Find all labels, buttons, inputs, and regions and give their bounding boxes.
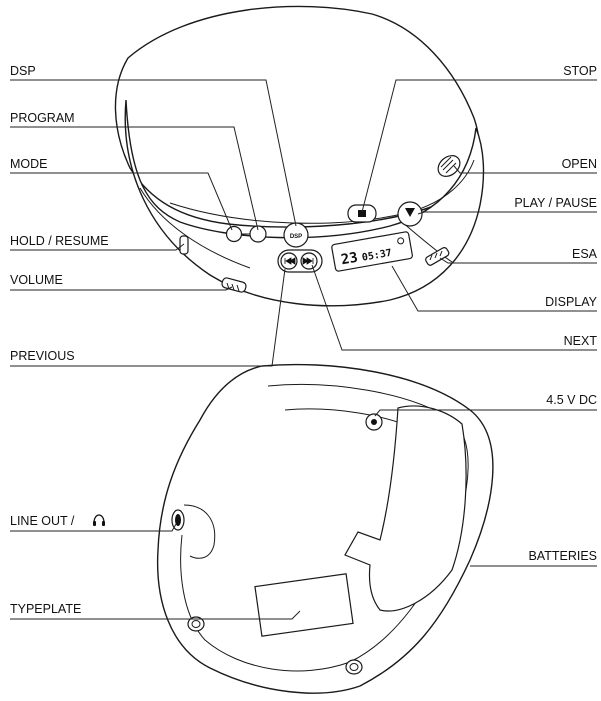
stop-button[interactable] <box>347 204 377 223</box>
label-display: DISPLAY <box>545 295 598 309</box>
player-lid <box>114 5 480 228</box>
next-button[interactable] <box>300 252 318 270</box>
display-time: 05:37 <box>361 248 393 264</box>
label-dsp: DSP <box>10 64 36 78</box>
dsp-button-text: DSP <box>290 234 302 240</box>
esa-switch[interactable] <box>425 247 450 267</box>
lcd-display: 23 05:37 <box>331 231 413 272</box>
play-pause-button[interactable] <box>397 201 423 227</box>
hold-resume-switch[interactable] <box>179 235 189 255</box>
rubber-feet <box>187 616 363 675</box>
next-icon <box>302 257 314 265</box>
headphones-icon <box>93 514 105 526</box>
label-volume: VOLUME <box>10 273 63 287</box>
previous-button[interactable] <box>280 252 298 270</box>
label-line-out: LINE OUT / <box>10 514 75 528</box>
stop-icon <box>358 210 366 217</box>
previous-icon <box>284 257 296 265</box>
label-previous: PREVIOUS <box>10 349 75 363</box>
player-top-view: DSP 23 05:37 <box>114 5 485 307</box>
typeplate <box>254 573 354 637</box>
label-mode: MODE <box>10 157 48 171</box>
dsp-button[interactable]: DSP <box>283 222 309 248</box>
label-stop: STOP <box>563 64 597 78</box>
display-track: 23 <box>340 250 359 269</box>
callout-labels: DSP PROGRAM MODE HOLD / RESUME VOLUME PR… <box>10 64 598 616</box>
label-typeplate: TYPEPLATE <box>10 602 81 616</box>
program-button[interactable] <box>249 225 267 243</box>
label-program: PROGRAM <box>10 111 75 125</box>
label-dc-in: 4.5 V DC <box>546 393 597 407</box>
label-open: OPEN <box>562 157 597 171</box>
battery-compartment <box>344 405 467 612</box>
mode-button[interactable] <box>225 225 243 243</box>
label-batteries: BATTERIES <box>528 549 597 563</box>
dc-in-socket[interactable] <box>365 413 383 431</box>
label-esa: ESA <box>572 247 598 261</box>
leader-lines <box>10 79 597 620</box>
label-play-pause: PLAY / PAUSE <box>514 196 597 210</box>
play-icon <box>405 208 415 217</box>
label-next: NEXT <box>564 334 598 348</box>
open-slider[interactable] <box>434 151 464 180</box>
label-hold-resume: HOLD / RESUME <box>10 234 109 248</box>
player-bottom-view <box>156 363 494 694</box>
